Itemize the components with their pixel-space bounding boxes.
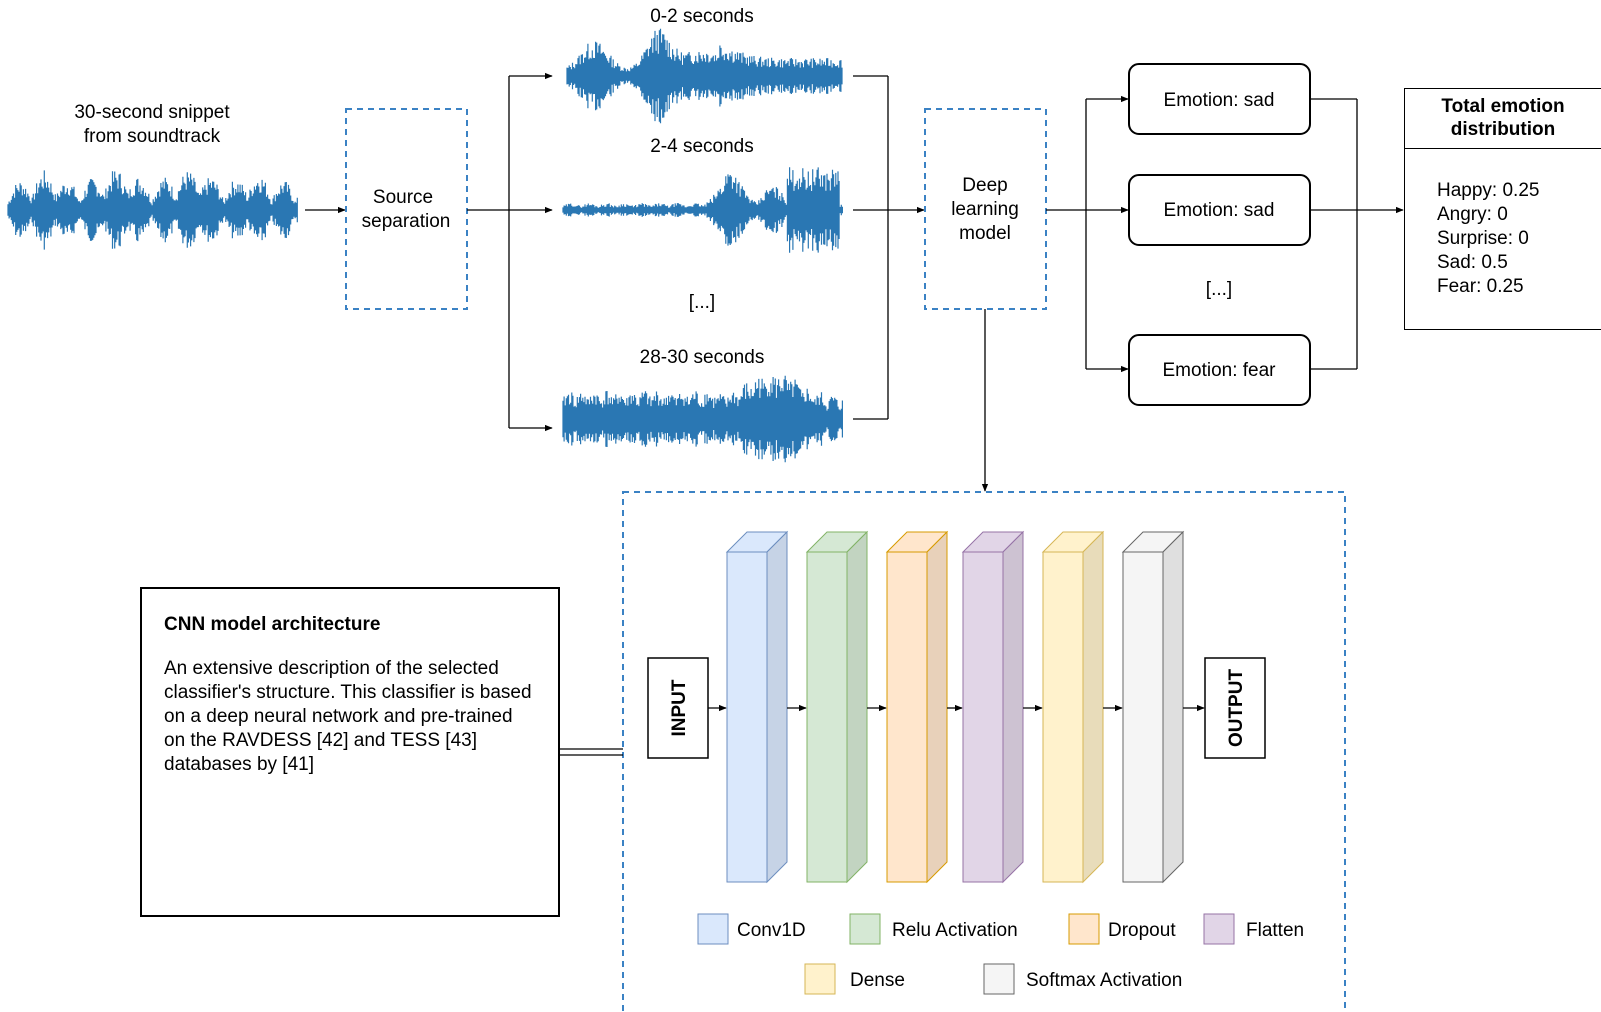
legend-label: Flatten <box>1246 920 1304 941</box>
cnn-description-title: CNN model architecture <box>164 614 381 635</box>
cnn-layer-block <box>805 530 869 884</box>
legend-label: Dense <box>850 970 905 991</box>
snippet-label-line1: 30-second snippet <box>74 102 230 123</box>
emotion-distribution-box: Total emotion distribution Happy: 0.25 A… <box>1404 88 1601 330</box>
emotion-label-0: Emotion: sad <box>1164 90 1275 111</box>
deep-model-line3: model <box>959 223 1011 244</box>
cnn-layers <box>725 530 1185 884</box>
emotion-box-2 <box>1128 334 1311 406</box>
soundtrack-waveform <box>7 170 298 250</box>
source-separation-line2: separation <box>362 211 451 232</box>
legend-label: Dropout <box>1108 920 1176 941</box>
distribution-list: Happy: 0.25 Angry: 0 Surprise: 0 Sad: 0.… <box>1405 149 1601 299</box>
distribution-item: Sad: 0.5 <box>1437 252 1508 273</box>
legend-item: Softmax Activation <box>983 963 1182 995</box>
cnn-layer-block <box>1041 530 1105 884</box>
cnn-container <box>622 491 1346 1012</box>
merge-connectors <box>853 75 925 420</box>
input-label: INPUT <box>669 679 690 736</box>
segment-waveform-0 <box>566 28 843 124</box>
legend-item: Flatten <box>1203 913 1304 945</box>
emotion-label-1: Emotion: sad <box>1164 200 1275 221</box>
cnn-layer-block <box>885 530 949 884</box>
cnn-layer-block <box>725 530 789 884</box>
distribution-title-line1: Total emotion <box>1441 96 1565 117</box>
description-link <box>560 748 623 756</box>
segment-waveform-2 <box>562 375 843 463</box>
legend-swatch <box>804 963 836 995</box>
input-box <box>647 657 709 759</box>
cnn-legend: Conv1D Relu Activation Dropout FlattenDense… <box>697 913 1304 995</box>
emotion-ellipsis: [...] <box>1206 279 1232 300</box>
split-connectors <box>467 72 553 432</box>
cnn-layer-block <box>1121 530 1185 884</box>
legend-swatch <box>1068 913 1100 945</box>
segment-ellipsis: [...] <box>689 292 715 313</box>
distribution-title: Total emotion distribution <box>1405 89 1601 149</box>
source-separation-line1: Source <box>373 187 433 208</box>
output-label: OUTPUT <box>1226 669 1247 748</box>
legend-label: Softmax Activation <box>1026 970 1182 991</box>
emotion-label-2: Emotion: fear <box>1163 360 1277 381</box>
segment-label-0: 0-2 seconds <box>650 6 754 27</box>
distribution-title-line2: distribution <box>1450 119 1556 140</box>
legend-item: Dense <box>804 963 905 995</box>
legend-item: Relu Activation <box>849 913 1018 945</box>
legend-swatch <box>1203 913 1235 945</box>
snippet-label-line2: from soundtrack <box>84 126 221 147</box>
legend-item: Dropout <box>1068 913 1176 945</box>
deep-model-line2: learning <box>951 199 1019 220</box>
distribution-connectors <box>1310 98 1404 370</box>
distribution-item: Happy: 0.25 <box>1437 180 1540 201</box>
legend-label: Conv1D <box>737 920 806 941</box>
deep-model-line1: Deep <box>962 175 1007 196</box>
segment-label-2: 28-30 seconds <box>640 347 765 368</box>
segment-label-1: 2-4 seconds <box>650 136 754 157</box>
distribution-item: Angry: 0 <box>1437 204 1508 225</box>
legend-swatch <box>983 963 1015 995</box>
output-box <box>1204 657 1266 759</box>
legend-label: Relu Activation <box>892 920 1018 941</box>
deep-learning-model-box <box>924 108 1047 310</box>
cnn-description-text: An extensive description of the selected… <box>164 658 532 775</box>
legend-swatch <box>849 913 881 945</box>
cnn-description-box: CNN model architecture An extensive desc… <box>140 587 560 917</box>
distribution-item: Fear: 0.25 <box>1437 276 1524 297</box>
distribution-item: Surprise: 0 <box>1437 228 1529 249</box>
legend-swatch <box>697 913 729 945</box>
source-separation-box <box>345 108 468 310</box>
legend-item: Conv1D <box>697 913 806 945</box>
emotion-connectors <box>1046 95 1129 373</box>
cnn-layer-block <box>961 530 1025 884</box>
segment-waveform-1 <box>562 167 843 253</box>
